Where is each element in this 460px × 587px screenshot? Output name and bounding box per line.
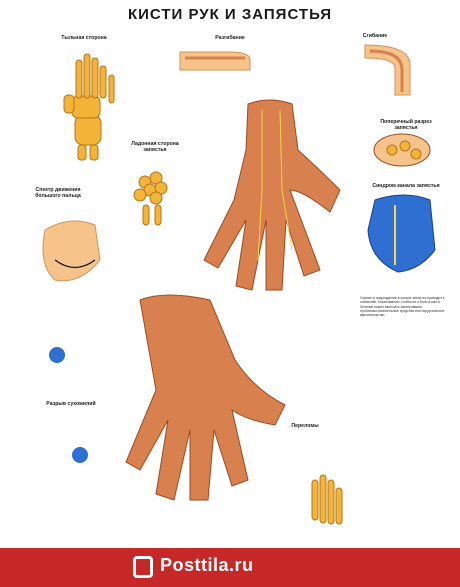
palmar-muscle-hand (203, 99, 341, 291)
thumb-spectrum-hand (42, 220, 101, 282)
fracture-skeleton (311, 474, 343, 525)
carpal-tunnel-note: Сжатие и повреждение в канале запястья п… (360, 296, 445, 317)
palmar-wrist-bones (133, 171, 168, 226)
flexion-finger (364, 44, 411, 96)
site-logo-icon (133, 556, 153, 578)
footer-banner (0, 548, 460, 587)
lower-muscle-hand (125, 294, 286, 501)
poster-title: КИСТИ РУК И ЗАПЯСТЬЯ (127, 6, 333, 23)
watermark: Posttila.ru (160, 555, 254, 575)
carpal-tunnel-hand (367, 194, 436, 273)
label-fractures: Переломы (291, 423, 319, 429)
label-flexion: Сгибание (362, 33, 388, 39)
rupture-blue-balls (49, 347, 88, 463)
wrist-cross-section (373, 133, 431, 167)
label-rupture: Разрыв сухожилий (46, 401, 96, 407)
label-extension: Разгибание (215, 35, 245, 41)
dorsal-hand-skeleton (63, 53, 115, 161)
label-cross-section: Поперечный разрез запястья (380, 119, 432, 131)
label-thumb-spectrum: Спектр движения большого пальца (35, 187, 81, 199)
label-carpal-tunnel: Синдром канала запястья (372, 183, 440, 189)
extension-finger (179, 51, 251, 71)
label-palmar-wrist: Ладонная сторона запястья (131, 141, 179, 153)
label-back: Тыльная сторона (61, 35, 107, 41)
